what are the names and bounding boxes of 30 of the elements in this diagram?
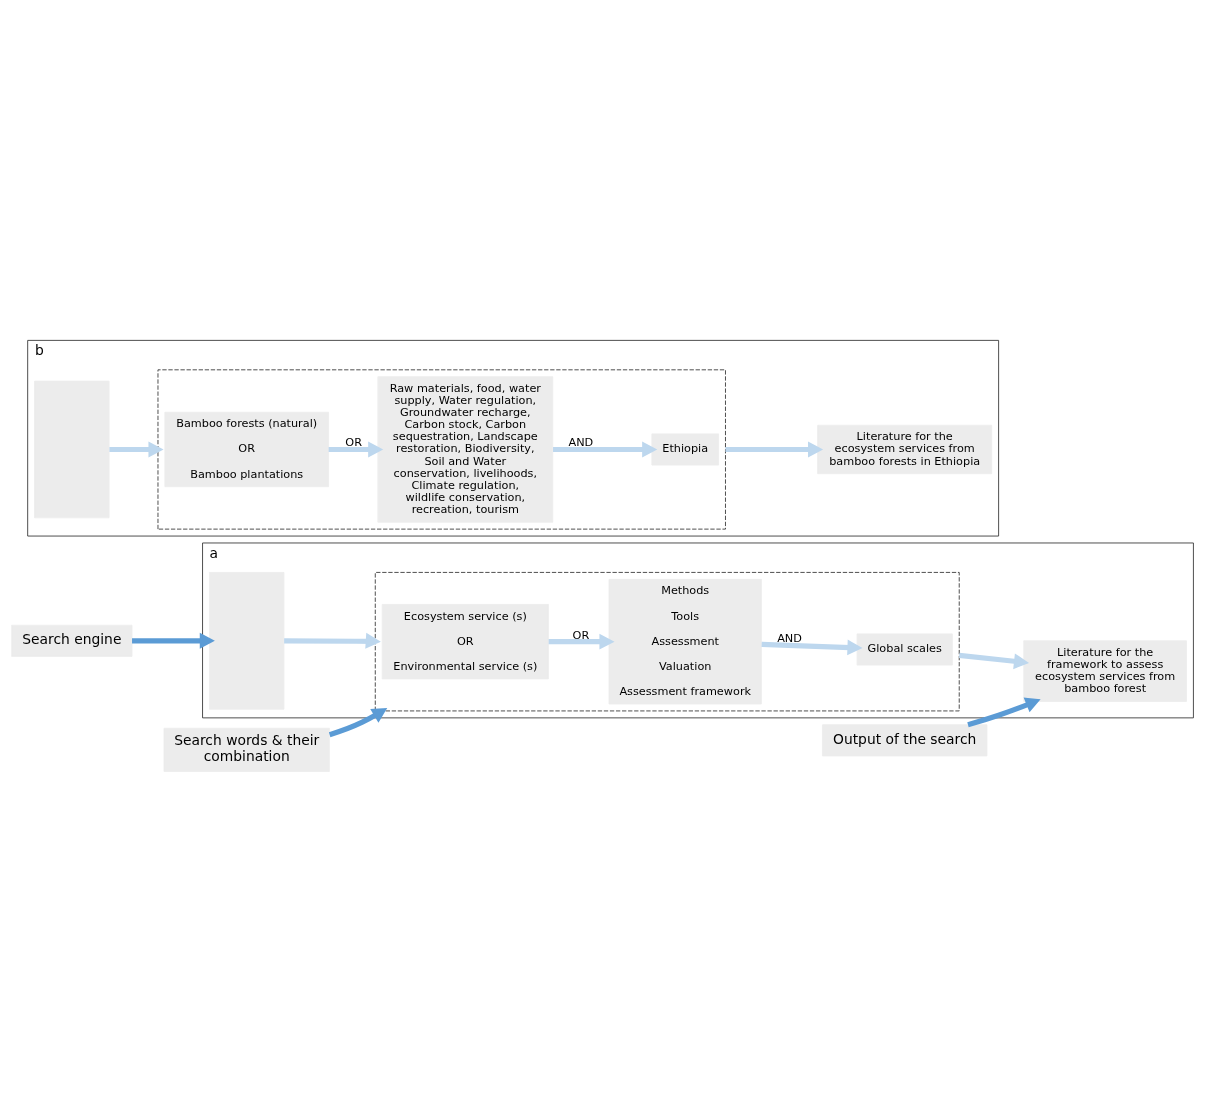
node-box: Methods Tools Assessment Valuation Assessment framework [608, 578, 762, 704]
edge-label: AND [568, 435, 594, 449]
arrow [967, 697, 1041, 727]
arrow [725, 441, 824, 457]
node-box: Raw materials, food, water supply, Water regulation, Groundwater recharge, Carbon stock, Carbon sequestration, Landscape restoration, Biodiversity, Soil and Water conservation, livelihoods, Climate regulation, wildlife conservation, recreation, tourism [377, 375, 554, 523]
arrow [553, 441, 658, 457]
cluster [157, 368, 726, 530]
node-box: Bamboo forests (natural) OR Bamboo plantations [164, 411, 329, 487]
node-box: Literature for the framework to assess ecosystem services from bamboo forest [1023, 639, 1187, 702]
arrow [132, 632, 215, 649]
arrow [958, 652, 1030, 669]
edge-label: OR [345, 435, 362, 449]
arrow [328, 707, 388, 737]
node-box: Search words & their combination [163, 727, 330, 772]
node-box: Literature for the ecosystem services from bamboo forests in Ethiopia [817, 424, 993, 474]
edge-label: AND [777, 631, 802, 645]
arrow [284, 632, 381, 649]
node-box: Search engine [11, 624, 133, 657]
node-box [34, 380, 110, 518]
node-box: Output of the search [822, 723, 988, 756]
arrow [109, 441, 164, 457]
node-box: Ecosystem service (s) OR Environmental service (s) [381, 603, 549, 679]
arrow [761, 639, 863, 655]
node-box: Ethiopia [651, 432, 719, 465]
edge-label: OR [572, 628, 590, 642]
node-box [209, 571, 285, 710]
arrow [548, 633, 615, 650]
node-box: Global scales [856, 632, 953, 665]
arrow [328, 441, 384, 457]
cluster [374, 571, 960, 711]
